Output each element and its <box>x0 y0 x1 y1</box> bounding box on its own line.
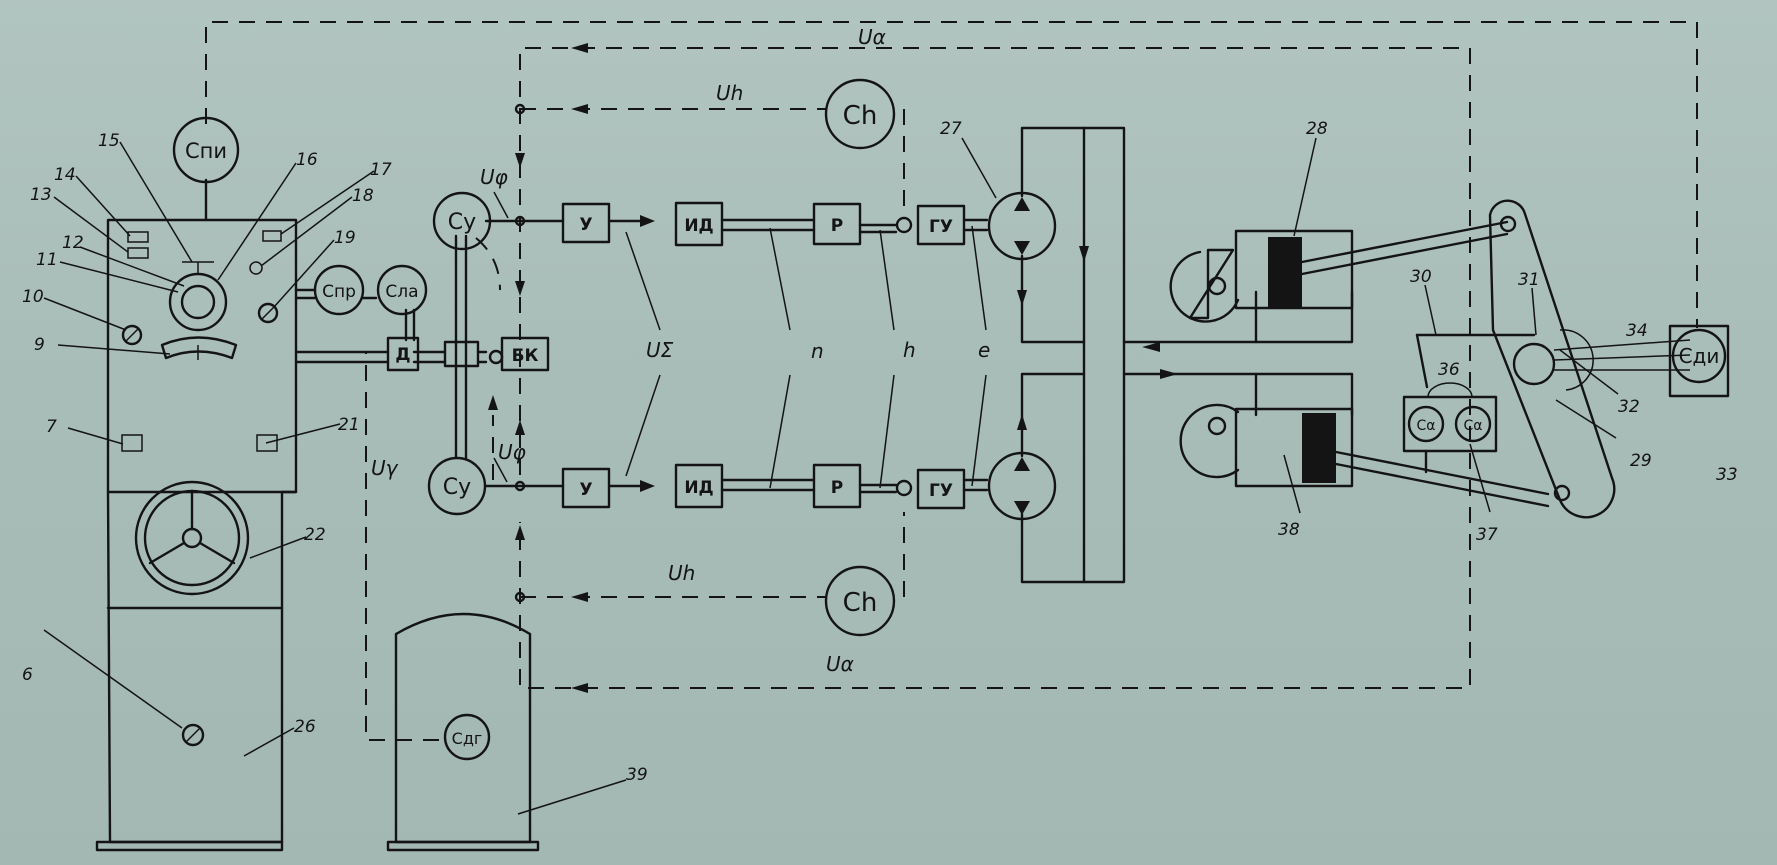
hydraulic-circuit <box>1017 126 1354 584</box>
block-d-label: Д <box>395 345 410 365</box>
bellcrank-29 <box>1415 199 1691 519</box>
signal-u-alpha-top: Uα <box>858 25 886 49</box>
sensor-s-y-top: Су <box>432 191 492 251</box>
callout-26: 26 <box>294 717 316 737</box>
sensor-s-h-bottom: Сh <box>824 565 896 637</box>
signal-n: n <box>811 339 824 363</box>
callout-10: 10 <box>22 287 44 307</box>
callout-12: 12 <box>62 233 84 253</box>
control-channels <box>484 215 989 497</box>
sensor-s-la: Сла <box>376 264 428 316</box>
signal-u-phi-bottom: Uφ <box>498 440 526 464</box>
callout-27: 27 <box>940 119 962 139</box>
cabinet-39 <box>386 612 540 852</box>
signal-u-phi-top: Uφ <box>480 165 508 189</box>
block-gu-top: ГУ <box>916 204 966 246</box>
callout-36: 36 <box>1438 360 1460 380</box>
signal-u-gamma: Uγ <box>371 456 399 480</box>
sensor-s-h-top-label: Сh <box>843 101 878 131</box>
block-u-top: У <box>561 202 611 244</box>
sensor-s-dg-label: Сдг <box>452 729 483 748</box>
block-u-bottom: У <box>561 467 611 509</box>
pump-bottom <box>987 451 1057 521</box>
callout-33: 33 <box>1716 465 1738 485</box>
block-gu-bottom-label: ГУ <box>929 481 953 501</box>
signal-u-h-bottom: Uh <box>668 561 695 585</box>
signal-leaders <box>493 191 987 489</box>
callout-7: 7 <box>46 417 57 437</box>
block-gu-top-label: ГУ <box>929 217 953 237</box>
callout-6: 6 <box>22 665 33 685</box>
s-di-box <box>1668 324 1730 398</box>
callout-18: 18 <box>352 186 374 206</box>
block-coupler <box>443 340 480 368</box>
sensor-s-di-label: Сди <box>1679 344 1720 368</box>
callout-17: 17 <box>370 160 392 180</box>
cylinder-bottom <box>1179 403 1550 508</box>
callout-22: 22 <box>304 525 326 545</box>
sensor-s-h-top: Сh <box>824 78 896 150</box>
callout-29: 29 <box>1630 451 1652 471</box>
callout-28: 28 <box>1306 119 1328 139</box>
sensor-s-pi-label: Спи <box>185 139 227 163</box>
sensor-s-a2-label: Сα <box>1463 418 1482 434</box>
block-r-bottom-label: Р <box>831 478 843 498</box>
block-id-bottom: ИД <box>674 463 724 509</box>
callout-9: 9 <box>34 335 45 355</box>
callout-13: 13 <box>30 185 52 205</box>
signal-h: h <box>903 338 916 362</box>
sensor-s-pi: Спи <box>172 116 240 184</box>
sensor-s-la-label: Сла <box>385 282 418 302</box>
block-bk-label: БК <box>512 346 539 366</box>
callout-16: 16 <box>296 150 318 170</box>
callout-38: 38 <box>1278 520 1300 540</box>
block-r-top: Р <box>812 202 862 246</box>
sensor-s-a1-label: Сα <box>1416 418 1435 434</box>
callout-32: 32 <box>1618 397 1640 417</box>
block-r-top-label: Р <box>831 216 843 236</box>
block-bk: БК <box>500 336 550 372</box>
callout-15: 15 <box>98 131 120 151</box>
signal-u-h-top: Uh <box>716 81 743 105</box>
signal-u-alpha-bottom: Uα <box>826 652 854 676</box>
callout-leaders <box>43 137 1619 815</box>
block-u-bottom-label: У <box>579 480 592 500</box>
callout-37: 37 <box>1476 525 1498 545</box>
sensor-s-dg: Сдг <box>443 713 491 761</box>
pump-top <box>987 191 1057 261</box>
sensor-s-y-bottom: Су <box>427 456 487 516</box>
block-d: Д <box>386 336 420 372</box>
sensor-s-y-top-label: Су <box>448 210 476 235</box>
callout-21: 21 <box>338 415 360 435</box>
operator-console <box>95 178 298 852</box>
block-id-bottom-label: ИД <box>684 478 713 498</box>
callout-30: 30 <box>1410 267 1432 287</box>
signal-u-sigma: UΣ <box>646 338 674 362</box>
callout-31: 31 <box>1518 270 1540 290</box>
block-id-top: ИД <box>674 201 724 247</box>
callout-34: 34 <box>1626 321 1648 341</box>
linkage-shafts <box>294 234 504 460</box>
cylinder-top <box>1169 220 1509 323</box>
block-u-top-label: У <box>579 215 592 235</box>
block-id-top-label: ИД <box>684 216 713 236</box>
angle-sensor-box <box>1402 382 1498 474</box>
callout-19: 19 <box>334 228 356 248</box>
block-r-bottom: Р <box>812 463 862 509</box>
sensor-s-pr-label: Спр <box>322 282 356 302</box>
callout-39: 39 <box>626 765 648 785</box>
sensor-s-h-bottom-label: Сh <box>843 588 878 618</box>
signal-e: e <box>978 338 990 362</box>
dashed-signal-lines <box>205 21 1698 741</box>
callout-11: 11 <box>36 250 58 270</box>
callout-14: 14 <box>54 165 76 185</box>
sensor-s-y-bottom-label: Су <box>443 475 471 500</box>
block-gu-bottom: ГУ <box>916 468 966 510</box>
sensor-s-pr: Спр <box>313 264 365 316</box>
